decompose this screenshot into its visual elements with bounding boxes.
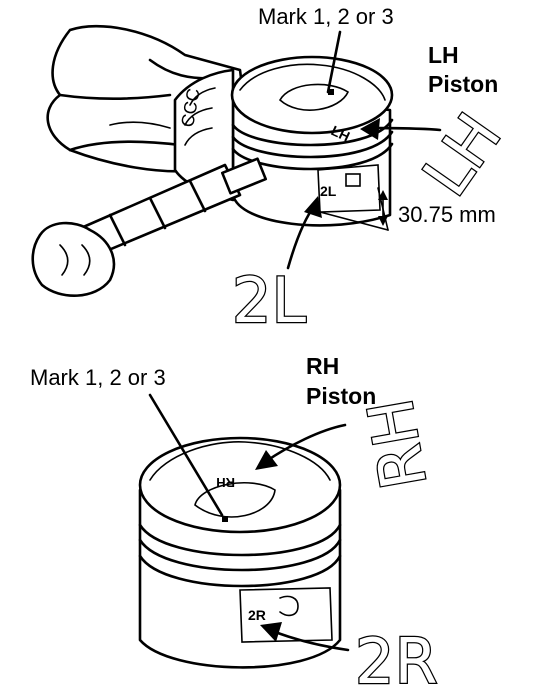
rh-mark-label: Mark 1, 2 or 3 <box>30 365 166 390</box>
lh-piston-body: CCC <box>173 55 394 227</box>
rh-piston-label-line2: Piston <box>306 383 376 409</box>
lh-piston-label-line1: LH <box>428 42 459 68</box>
lh-side-code-large: 2L <box>232 264 306 337</box>
lh-piston-illustration: CCC LH 2L <box>31 4 516 338</box>
lh-side-code-small: 2L <box>320 183 337 199</box>
rh-crown-arrow <box>255 423 347 470</box>
lh-crown-arrow <box>360 118 442 140</box>
rh-side-code-arrow <box>260 622 350 652</box>
lh-piston-label-line2: Piston <box>428 71 498 97</box>
lh-side-glyph: LH <box>409 100 515 208</box>
lh-side-code-arrow <box>286 196 322 270</box>
lh-dimension-label: 30.75 mm <box>398 202 496 227</box>
lh-mark-leader-line <box>326 30 342 94</box>
rh-side-code-large: 2R <box>355 625 438 690</box>
rh-mark-leader-line <box>148 393 224 517</box>
rh-piston-illustration: RH 2R Mark 1, 2 or 3 RH Piston RH 2R <box>30 353 442 690</box>
rh-piston-body <box>138 436 342 669</box>
rh-crown-glyph: RH <box>216 475 235 490</box>
rh-side-code-small: 2R <box>248 607 266 623</box>
rh-piston-label-line1: RH <box>306 353 339 379</box>
rh-side-glyph: RH <box>354 393 441 494</box>
lower-hand-illustration <box>31 221 116 297</box>
lh-mark-label: Mark 1, 2 or 3 <box>258 4 394 29</box>
lh-crown-glyph: LH <box>329 122 353 144</box>
lh-dimension-indicator <box>319 187 389 231</box>
